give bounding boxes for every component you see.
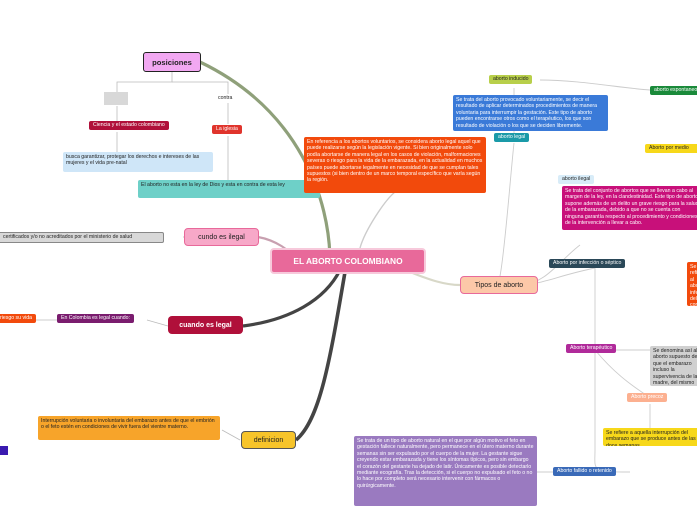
node-aborto-infeccion[interactable]: Aborto por infección o séptico [549,259,626,268]
node-aborto-inducido[interactable]: aborto inducido [489,75,533,84]
node-aborto-ilegal[interactable]: aborto ilegal [558,175,595,184]
branch-definicion[interactable]: definicion [241,431,296,449]
node-terapeutico-desc[interactable]: Se denomina así al aborto supuesto de qu… [650,346,697,386]
node-aborto-por-medio[interactable]: Aborto por medio [645,144,697,153]
node-voluntarios[interactable]: En referencia a los abortos voluntarios,… [304,137,486,193]
branch-cuando-es-legal[interactable]: cuando es legal [168,316,243,334]
node-contra[interactable]: contra [218,95,233,101]
node-aborto-precoz[interactable]: Aborto precoz [627,393,668,402]
root-topic[interactable]: EL ABORTO COLOMBIANO [270,248,426,274]
node-iglesia[interactable]: La iglesia [212,125,242,134]
node-precoz-desc[interactable]: Se refiere a aquella interrupción del em… [603,428,697,446]
branch-cundo-es-ilegal[interactable]: cundo es ilegal [184,228,259,246]
node-certificados[interactable]: certificados y/o no acreditados por el m… [0,232,164,243]
node-definicion-text[interactable]: Interrupción voluntaria o involuntaria d… [38,416,220,440]
node-iglesia-desc[interactable]: El aborto no esta en la ley de Dios y es… [138,180,320,198]
trunk-to-posiciones [199,60,332,263]
trunk-to-cuando-legal [242,269,342,328]
offscreen-node-purple[interactable] [0,446,8,455]
node-infeccion-desc[interactable]: Se refiere al aborto infeccioso del cont… [687,262,697,306]
node-aborto-terapeutico[interactable]: Aborto terapéutico [566,344,617,353]
node-colombia-legal[interactable]: En Colombia es legal cuando: [57,314,134,323]
node-aborto-legal[interactable]: aborto legal [494,133,530,142]
node-aborto-fallido[interactable]: Aborto fallido o retenido [553,467,616,476]
trunk-to-voluntarios [359,191,396,249]
node-ciencia-estado[interactable]: Ciencia y el estado colombiano [89,121,169,130]
node-aborto-espontaneo[interactable]: aborto espontaneo [650,86,697,95]
node-fallido-desc[interactable]: Se trata de un tipo de aborto natural en… [354,436,537,506]
node-inducido-desc[interactable]: Se trata del aborto provocado voluntaria… [453,95,608,131]
node-derechos[interactable]: busca garantizar, protegar los derechos … [63,152,213,172]
blank-node[interactable] [104,92,128,105]
branch-tipos-de-aborto[interactable]: Tipos de aborto [460,276,538,294]
trunk-to-definicion [294,271,347,442]
branch-posiciones[interactable]: posiciones [143,52,201,72]
node-riesgo-vida[interactable]: riesgo su vida [0,314,36,323]
node-ilegal-desc[interactable]: Se trata del conjunto de abortos que se … [562,186,697,230]
